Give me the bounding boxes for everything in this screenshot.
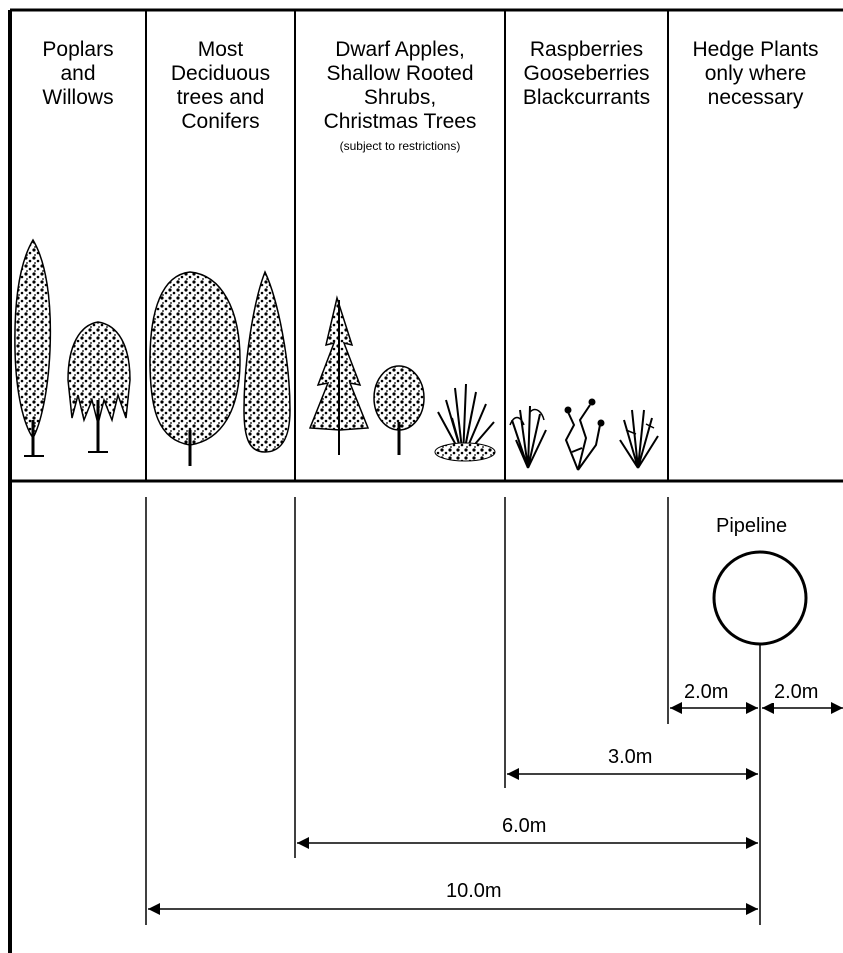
header-line: Gooseberries (523, 62, 650, 85)
gooseberry-bush-icon (564, 398, 605, 471)
header-line: Most (197, 38, 244, 61)
raspberry-bush-icon (509, 405, 547, 469)
header-line: only where (704, 62, 807, 85)
table-frame (8, 8, 843, 953)
header-line: Christmas Trees (323, 110, 477, 133)
header-line: Deciduous (170, 62, 271, 85)
pipeline-label: Pipeline (716, 515, 788, 537)
distance-label-shrubs: 6.0m (500, 815, 549, 837)
pipeline-circle (712, 550, 808, 646)
header-line: Poplars (42, 38, 114, 61)
header-line: Shrubs, (363, 86, 437, 109)
dimension-arrows (148, 702, 843, 915)
header-line: Willows (42, 86, 114, 109)
header-line: Blackcurrants (522, 86, 651, 109)
distance-label-hedge-left: 2.0m (682, 681, 731, 703)
apple-tree-icon (373, 365, 425, 455)
header-line: Raspberries (529, 38, 644, 61)
header-note: (subject to restrictions) (339, 139, 461, 153)
deciduous-tree-icon (149, 271, 241, 466)
shrub-icon (434, 383, 496, 462)
header-line: trees and (176, 86, 265, 109)
distance-label-hedge-right: 2.0m (772, 681, 821, 703)
header-line: Dwarf Apples, (335, 38, 465, 61)
distance-label-soft-fruit: 3.0m (606, 746, 655, 768)
poplar-tree-icon (14, 238, 52, 457)
header-line: Shallow Rooted (326, 62, 474, 85)
reference-lines (145, 497, 761, 925)
conifer-tree-icon (243, 270, 291, 453)
header-line: necessary (707, 86, 804, 109)
distance-label-trees: 10.0m (444, 880, 504, 902)
header-line: Hedge Plants (692, 38, 819, 61)
header-line: and (60, 62, 96, 85)
willow-tree-icon (67, 321, 131, 453)
header-line: Conifers (181, 110, 260, 133)
blackcurrant-bush-icon (619, 409, 659, 469)
fir-tree-icon (308, 295, 370, 455)
